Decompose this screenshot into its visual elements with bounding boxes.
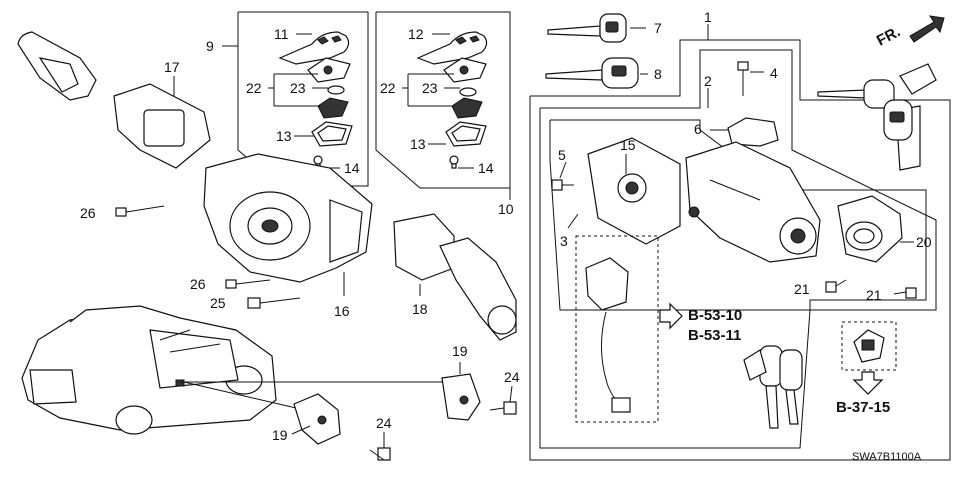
vehicle xyxy=(21,305,452,435)
callout-9: 9 xyxy=(206,38,214,54)
callout-24b: 24 xyxy=(376,415,392,431)
callout-6: 6 xyxy=(694,121,702,137)
screw-21-a xyxy=(825,279,847,293)
switch-15 xyxy=(587,137,681,245)
callout-5: 5 xyxy=(558,147,566,163)
callout-12: 12 xyxy=(408,26,424,42)
screw-21-b xyxy=(893,287,917,299)
door-switch-19-b xyxy=(291,393,341,445)
screw-26-a xyxy=(115,205,165,217)
callout-21a: 21 xyxy=(794,281,810,297)
cable-reel-16 xyxy=(203,153,373,296)
callout-11: 11 xyxy=(274,26,289,42)
reference-b-37-15: B-37-15 xyxy=(836,399,890,416)
callout-2: 2 xyxy=(704,73,712,89)
callout-22b: 22 xyxy=(380,80,396,96)
key-blank-12 xyxy=(416,31,488,65)
callout-20: 20 xyxy=(916,234,932,250)
callout-13b: 13 xyxy=(410,136,426,152)
callout-16: 16 xyxy=(334,303,350,319)
callout-14b: 14 xyxy=(478,160,494,176)
bolt-24-a xyxy=(489,385,517,415)
keys-lower xyxy=(743,345,803,429)
immobilizer-20 xyxy=(837,195,914,263)
bolt-24-b xyxy=(369,432,391,461)
transmitter-parts-9 xyxy=(307,57,353,169)
screw-5 xyxy=(551,161,574,191)
assembly-outline-3 xyxy=(549,119,927,311)
direction-label: FR. xyxy=(874,23,903,49)
callout-21b: 21 xyxy=(866,287,882,303)
reference-arrow-b53 xyxy=(659,302,683,330)
clamp-6 xyxy=(710,117,779,147)
callout-15: 15 xyxy=(620,137,636,153)
steering-lock-body xyxy=(685,141,821,263)
callout-22a: 22 xyxy=(246,80,262,96)
key-7 xyxy=(547,13,646,43)
callout-26b: 26 xyxy=(190,276,206,292)
leaders-box-9 xyxy=(268,73,340,169)
wiper-switch-18 xyxy=(393,213,517,341)
callout-24a: 24 xyxy=(504,369,520,385)
callout-1: 1 xyxy=(704,9,712,25)
combination-switch-17 xyxy=(17,31,211,169)
bolt-25 xyxy=(247,297,301,309)
key-blank-11 xyxy=(278,31,350,65)
door-switch-19-a xyxy=(441,362,481,421)
assembly-outline-2 xyxy=(539,49,937,449)
callout-25: 25 xyxy=(210,295,226,311)
assembly-outline-1 xyxy=(529,24,951,461)
callout-13a: 13 xyxy=(276,128,292,144)
screw-26-b xyxy=(225,279,271,289)
reference-b-53-10: B-53-10 xyxy=(688,307,742,324)
callout-4: 4 xyxy=(770,65,778,81)
reference-arrow-b37 xyxy=(852,371,884,395)
key-8 xyxy=(545,57,648,89)
callout-10: 10 xyxy=(498,201,514,217)
cylinder-small-box xyxy=(841,321,897,371)
callout-14a: 14 xyxy=(344,160,360,176)
transmitter-parts-10 xyxy=(443,57,487,169)
callout-7: 7 xyxy=(654,20,662,36)
bolt-4 xyxy=(737,61,764,96)
callout-3: 3 xyxy=(560,233,568,249)
callout-23a: 23 xyxy=(290,80,306,96)
callout-23b: 23 xyxy=(422,80,438,96)
cylinder-cable-box xyxy=(575,235,659,423)
callout-8: 8 xyxy=(654,66,662,82)
front-direction-arrow xyxy=(909,15,945,43)
diagram-code: SWA7B1100A xyxy=(852,451,922,463)
callout-19b: 19 xyxy=(272,427,288,443)
callout-17: 17 xyxy=(164,59,180,75)
key-kit-box-10 xyxy=(375,11,511,200)
callout-18: 18 xyxy=(412,301,428,317)
callout-26a: 26 xyxy=(80,205,96,221)
callout-19a: 19 xyxy=(452,343,468,359)
leaders-box-10 xyxy=(402,73,474,169)
reference-b-53-11: B-53-11 xyxy=(688,327,741,344)
keys-with-fob xyxy=(817,63,937,171)
